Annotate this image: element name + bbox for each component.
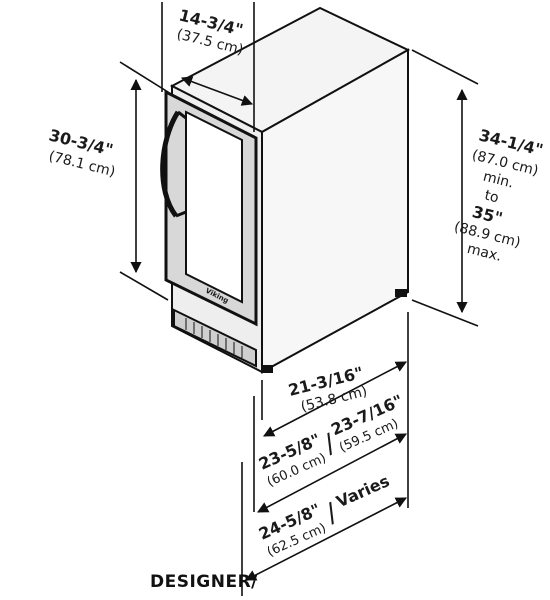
depth-handle-other: Varies bbox=[333, 471, 392, 511]
door-glass bbox=[185, 110, 243, 304]
depth-top-arrow bbox=[180, 76, 254, 106]
wine-cooler-illustration bbox=[160, 6, 411, 374]
footer-label: DESIGNER/ bbox=[150, 572, 258, 592]
door-handle bbox=[160, 110, 181, 218]
depth-cabinet-arrow bbox=[263, 361, 407, 437]
depth-handle-arrow bbox=[245, 497, 407, 581]
total-height-to-label: to bbox=[483, 188, 501, 207]
dimension-lines bbox=[119, 2, 479, 596]
total-height-min-label: min. bbox=[481, 169, 515, 192]
